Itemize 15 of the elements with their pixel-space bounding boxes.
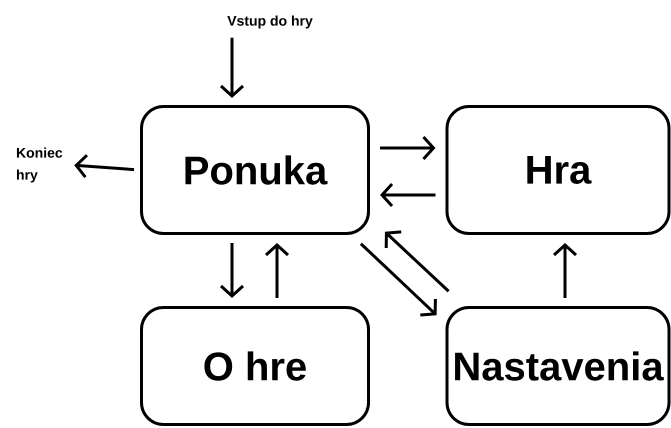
state-box: Hra bbox=[446, 105, 670, 235]
arrow bbox=[360, 242, 437, 316]
state-box: O hre bbox=[140, 306, 370, 426]
arrow bbox=[220, 243, 244, 298]
arrow bbox=[74, 154, 134, 178]
arrow bbox=[380, 136, 436, 160]
text-label: Koniec hry bbox=[16, 147, 62, 183]
state-box: Nastavenia bbox=[446, 306, 670, 426]
state-box: Ponuka bbox=[140, 105, 370, 235]
arrow bbox=[384, 230, 450, 292]
arrow bbox=[265, 243, 290, 298]
arrow bbox=[380, 183, 436, 207]
arrow bbox=[553, 243, 578, 298]
text-label: Vstup do hry bbox=[227, 15, 313, 29]
arrow bbox=[220, 38, 244, 98]
